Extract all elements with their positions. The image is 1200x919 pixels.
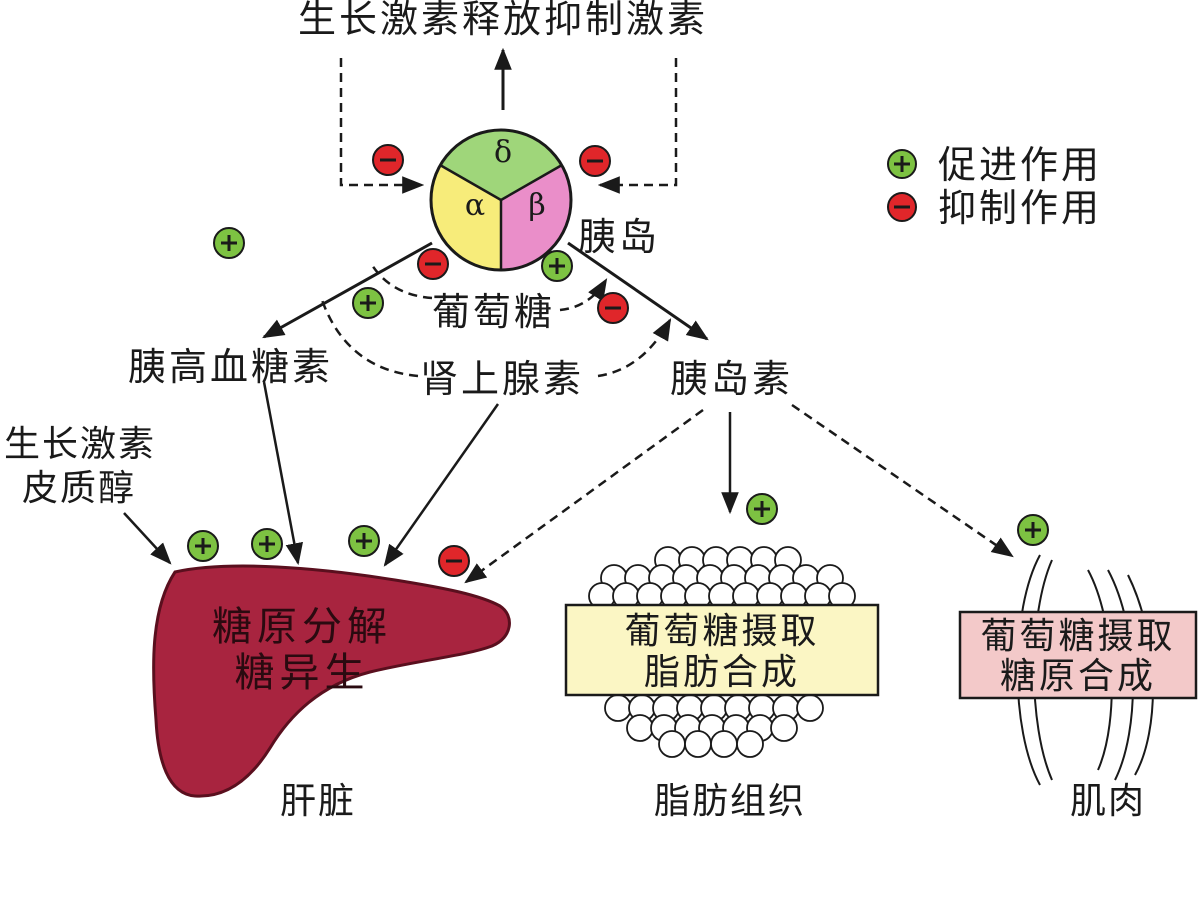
arrow-adrenaline-to-liver <box>383 403 500 567</box>
inhibit-marker-right-feedback <box>579 145 611 177</box>
glucose-label: 葡萄糖 <box>432 290 555 334</box>
insulin-label: 胰岛素 <box>670 357 793 401</box>
promote-marker-liver-3 <box>348 525 380 557</box>
fat-cell <box>710 730 738 758</box>
fat-cell-cluster <box>588 546 856 758</box>
glucose-arc-to-beta <box>559 278 608 312</box>
feedback-line-right <box>597 58 678 194</box>
legend-promote-icon <box>887 149 917 179</box>
promote-marker-glucagon-adrenaline <box>213 227 245 259</box>
promote-marker-muscle <box>1017 514 1049 546</box>
inhibit-marker-liver <box>438 545 470 577</box>
alpha-cell-label: α <box>465 188 485 223</box>
fat-cell <box>770 714 798 742</box>
muscle-process-line2: 糖原合成 <box>1000 656 1156 697</box>
muscle-process-line1: 葡萄糖摄取 <box>980 616 1175 657</box>
liver-caption: 肝脏 <box>280 781 356 822</box>
feedback-line-left <box>339 58 425 194</box>
promote-marker-adrenaline-alpha <box>352 287 384 319</box>
promote-marker-liver-1 <box>187 530 219 562</box>
beta-cell-label: β <box>528 188 545 223</box>
promote-marker-fat <box>746 493 778 525</box>
adrenaline-arc-left <box>320 299 419 378</box>
arrow-insulin-to-liver <box>464 408 704 584</box>
glucagon-label: 胰高血糖素 <box>128 345 333 389</box>
fat-caption: 脂肪组织 <box>654 781 806 822</box>
fat-cell <box>604 694 632 722</box>
muscle-process-box <box>958 610 1198 700</box>
inhibit-marker-glucose-alpha <box>417 248 449 280</box>
cortisol-label: 皮质醇 <box>22 468 136 509</box>
legend-inhibit-label: 抑制作用 <box>938 186 1102 230</box>
pancreatic-islet: δ α β <box>429 128 573 272</box>
fat-process-line1: 葡萄糖摄取 <box>624 611 819 652</box>
legend: 促进作用 抑制作用 <box>887 143 1102 230</box>
fat-cell <box>684 730 712 758</box>
arrow-to-insulin <box>567 241 709 341</box>
adrenaline-arc-right <box>597 318 672 378</box>
promote-marker-glucose-beta <box>541 250 573 282</box>
arrow-to-glucagon <box>262 241 433 339</box>
fat-cell <box>796 694 824 722</box>
liver-process-line1: 糖原分解 <box>212 604 392 650</box>
promote-marker-liver-2 <box>251 528 283 560</box>
arrow-glucagon-to-liver <box>262 381 303 566</box>
growth-hormone-label: 生长激素 <box>4 424 156 465</box>
fat-cell <box>658 730 686 758</box>
inhibit-marker-adrenaline-beta <box>597 292 629 324</box>
fat-process-line2: 脂肪合成 <box>644 652 800 693</box>
top-hormone-label: 生长激素释放抑制激素 <box>298 0 708 41</box>
liver-process-line2: 糖异生 <box>235 650 370 696</box>
islet-label: 胰岛 <box>578 215 660 259</box>
delta-cell-label: δ <box>494 135 512 170</box>
inhibit-marker-left-feedback <box>372 144 404 176</box>
glucose-arc-to-alpha <box>370 264 433 300</box>
fat-process-box <box>564 603 880 697</box>
fat-cell <box>626 714 654 742</box>
liver-shape <box>152 564 511 798</box>
legend-promote-label: 促进作用 <box>938 143 1102 187</box>
muscle-caption: 肌肉 <box>1070 781 1146 822</box>
adrenaline-label: 肾上腺素 <box>420 357 584 401</box>
arrow-growth-hormone-to-liver <box>123 512 172 565</box>
fat-cell <box>736 730 764 758</box>
legend-inhibit-icon <box>887 192 917 222</box>
arrow-insulin-to-muscle <box>791 403 1014 558</box>
